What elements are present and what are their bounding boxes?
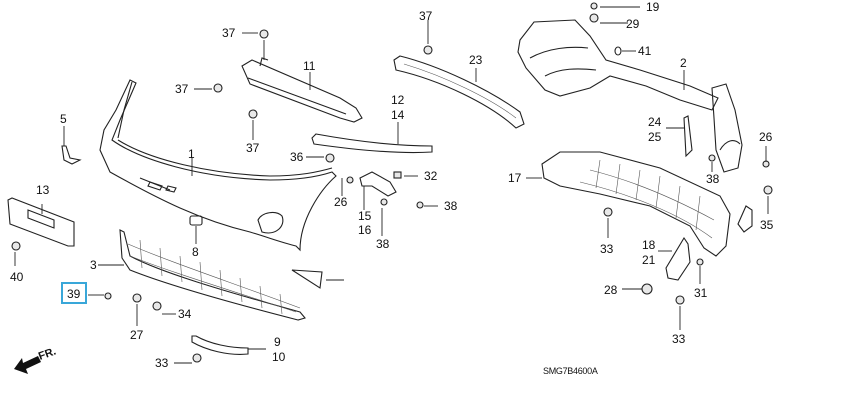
fasteners (11, 2, 773, 363)
part-9-10-molding[interactable] (191, 335, 249, 355)
part-3-lower-grille[interactable] (119, 229, 306, 321)
part-15-16-bracket[interactable] (359, 171, 397, 197)
callout-3[interactable]: 3 (90, 258, 97, 272)
direction-label: FR. (37, 345, 58, 362)
diagram-code: SMG7B4600A (543, 366, 598, 376)
callout-23[interactable]: 23 (469, 53, 483, 67)
callout-33[interactable]: 33 (672, 332, 686, 346)
callout-29[interactable]: 29 (626, 17, 640, 31)
callout-33[interactable]: 33 (155, 356, 169, 370)
part-35-bracket[interactable] (737, 205, 753, 233)
arrow-left-icon (14, 356, 41, 374)
callout-1[interactable]: 1 (188, 147, 195, 161)
callout-13[interactable]: 13 (36, 183, 50, 197)
part-24-25-clip[interactable] (683, 115, 693, 158)
callout-24[interactable]: 24 (648, 115, 662, 129)
callout-32[interactable]: 32 (424, 169, 438, 183)
part-8-cap[interactable] (189, 215, 203, 226)
callout-36[interactable]: 36 (290, 150, 304, 164)
callout-37[interactable]: 37 (175, 82, 189, 96)
callouts: 37 37 37 37 11 5 1 12 14 36 26 15 16 32 … (10, 0, 774, 370)
callout-35[interactable]: 35 (760, 218, 774, 232)
callout-10[interactable]: 10 (272, 350, 286, 364)
callout-25[interactable]: 25 (648, 130, 662, 144)
callout-2[interactable]: 2 (680, 56, 687, 70)
part-1-bumper-face[interactable] (99, 79, 337, 252)
part-11-absorber[interactable] (241, 57, 363, 123)
callout-12[interactable]: 12 (391, 93, 405, 107)
callout-8[interactable]: 8 (192, 245, 199, 259)
part-side-bracket[interactable] (291, 269, 344, 289)
leader-lines (14, 6, 769, 364)
callout-15[interactable]: 15 (358, 209, 372, 223)
callout-19[interactable]: 19 (646, 0, 660, 14)
part-2-side-trim[interactable] (517, 19, 743, 173)
callout-14[interactable]: 14 (391, 108, 405, 122)
callout-34[interactable]: 34 (178, 307, 192, 321)
callout-41[interactable]: 41 (638, 44, 652, 58)
callout-33[interactable]: 33 (600, 242, 614, 256)
callout-17[interactable]: 17 (508, 171, 522, 185)
part-17-grille[interactable] (541, 151, 731, 257)
callout-38[interactable]: 38 (706, 172, 720, 186)
callout-40[interactable]: 40 (10, 270, 24, 284)
callout-31[interactable]: 31 (694, 286, 708, 300)
callout-21[interactable]: 21 (642, 253, 656, 267)
callout-39[interactable]: 39 (67, 287, 81, 301)
part-18-21-bracket[interactable] (665, 236, 691, 281)
front-direction-indicator: FR. (14, 345, 58, 374)
callout-27[interactable]: 27 (130, 328, 144, 342)
highlight-box-39 (61, 282, 87, 304)
callout-37[interactable]: 37 (419, 9, 433, 23)
part-12-14-strip[interactable] (311, 133, 433, 154)
callout-9[interactable]: 9 (274, 335, 281, 349)
part-23-beam[interactable] (393, 55, 525, 129)
callout-37[interactable]: 37 (246, 141, 260, 155)
callout-26[interactable]: 26 (759, 130, 773, 144)
callout-28[interactable]: 28 (604, 283, 618, 297)
callout-38[interactable]: 38 (444, 199, 458, 213)
callout-11[interactable]: 11 (303, 59, 316, 73)
callout-18[interactable]: 18 (642, 238, 656, 252)
callout-38[interactable]: 38 (376, 237, 390, 251)
part-5-clip[interactable] (61, 145, 82, 165)
part-13-plate-base[interactable] (7, 197, 75, 247)
callout-16[interactable]: 16 (358, 223, 372, 237)
callout-5[interactable]: 5 (60, 112, 67, 126)
callout-26[interactable]: 26 (334, 195, 348, 209)
callout-37[interactable]: 37 (222, 26, 236, 40)
